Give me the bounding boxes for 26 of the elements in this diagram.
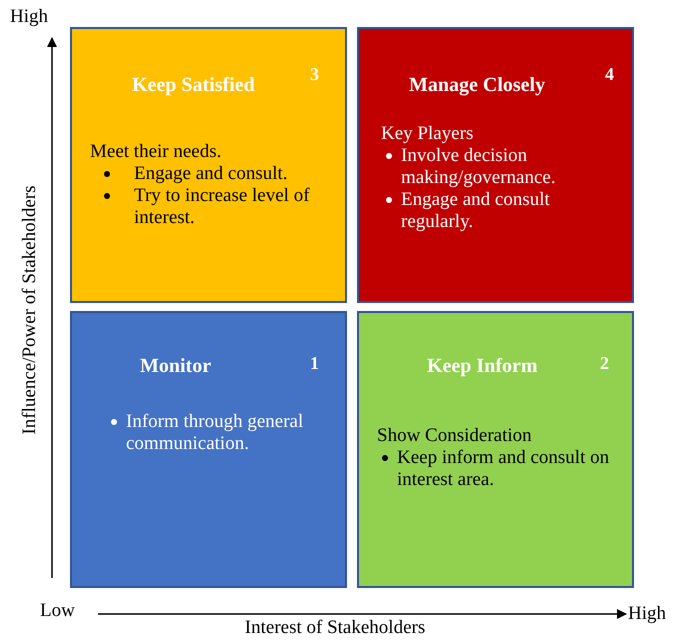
quadrant-number: 4 <box>605 64 614 85</box>
quadrant-title: Monitor <box>140 355 212 378</box>
bullet-item: Engage and consult. <box>90 163 335 185</box>
axis-end-label: Low <box>40 600 75 622</box>
quadrant-box <box>357 27 634 303</box>
quadrant-number: 1 <box>310 353 319 374</box>
axis-end-label: High <box>628 603 666 625</box>
bullet-item: Try to increase level of interest. <box>90 185 335 229</box>
body-text: Key Players <box>381 123 474 145</box>
body-text: Meet their needs. <box>90 141 222 163</box>
axis-title: Influence/Power of Stakeholders <box>19 185 41 435</box>
quadrant-box <box>357 311 634 588</box>
axis-title: Interest of Stakeholders <box>244 617 426 639</box>
body-text: Show Consideration <box>377 425 533 447</box>
quadrant-box <box>70 27 347 303</box>
quadrant-number: 2 <box>600 353 609 374</box>
quadrant-box <box>70 311 347 588</box>
quadrant-title: Keep Inform <box>427 355 538 378</box>
bullet-item: Engage and consult regularly. <box>381 189 622 233</box>
quadrant-title: Manage Closely <box>409 74 546 97</box>
axis-end-label: High <box>10 6 48 28</box>
bullet-item: Keep inform and consult on interest area. <box>377 447 622 491</box>
quadrant-number: 3 <box>310 64 319 85</box>
bullet-item: Involve decision making/governance. <box>381 145 622 189</box>
quadrant-title: Keep Satisfied <box>132 74 255 97</box>
bullet-item: Inform through general communication. <box>106 411 335 455</box>
